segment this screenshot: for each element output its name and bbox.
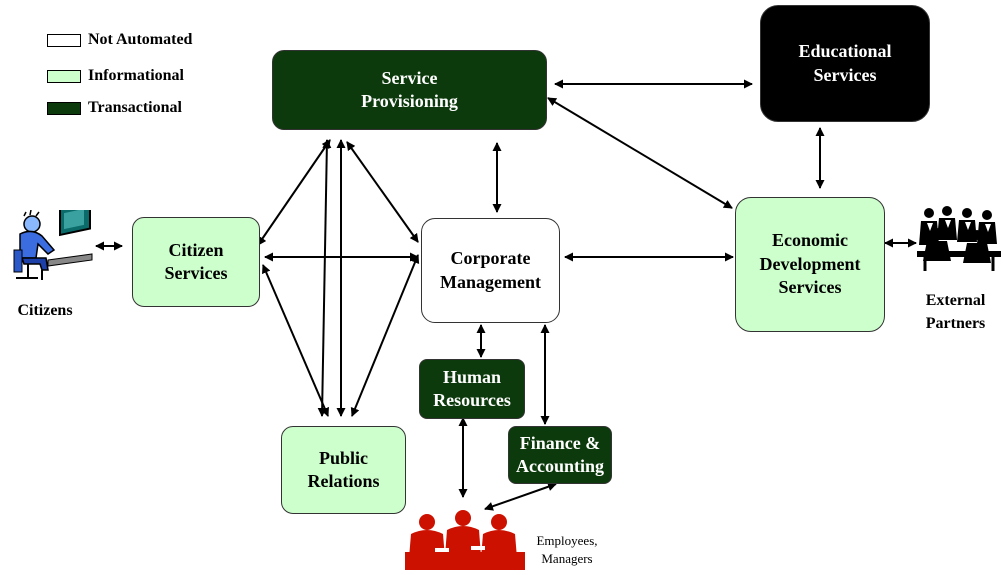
citizen-computer-icon [13, 210, 93, 280]
human-resources-box: Human Resources [419, 359, 525, 419]
arrow-finance-employees [484, 482, 557, 511]
public-relations-box: Public Relations [281, 426, 406, 514]
legend-swatch-light-green [47, 69, 81, 83]
legend-swatch-dark-green [47, 101, 81, 115]
arrow-corporate-public [350, 254, 420, 417]
arrow-citizen-public [262, 264, 329, 417]
employees-managers-label: Employees, Managers [536, 533, 598, 567]
external-partners-label: External Partners [925, 292, 986, 333]
legend-label-informational: Informational [88, 67, 184, 84]
citizen-services-box: Citizen Services [132, 217, 260, 307]
educational-services-label: Educational Services [798, 41, 892, 85]
service-provisioning-label: Service Provisioning [361, 67, 458, 111]
arrow-service-economic [547, 97, 733, 209]
corporate-management-box: Corporate Management [421, 218, 560, 323]
human-resources-label: Human Resources [433, 366, 511, 410]
legend-label-not-automated: Not Automated [88, 31, 193, 48]
legend-label-transactional: Transactional [88, 99, 182, 116]
service-provisioning-box: Service Provisioning [272, 50, 547, 130]
external-partners-meeting-icon [917, 206, 1001, 271]
employees-managers-icon [405, 510, 525, 570]
legend-swatch-white [47, 33, 81, 47]
arrow-service-public-left [317, 139, 332, 417]
economic-development-services-label: Economic Development Services [759, 230, 861, 298]
arrow-service-citizen [257, 139, 331, 246]
citizens-label: Citizens [17, 302, 73, 319]
public-relations-label: Public Relations [307, 447, 380, 491]
legend-transactional: Transactional [47, 99, 182, 117]
educational-services-box: Educational Services [760, 5, 930, 122]
corporate-management-label: Corporate Management [440, 248, 541, 292]
economic-development-services-box: Economic Development Services [735, 197, 885, 332]
finance-accounting-box: Finance & Accounting [508, 426, 612, 484]
citizen-services-label: Citizen Services [164, 239, 228, 283]
legend-informational: Informational [47, 67, 184, 85]
arrow-service-corporate-diag [346, 141, 419, 243]
legend-not-automated: Not Automated [47, 31, 192, 49]
finance-accounting-label: Finance & Accounting [515, 432, 604, 476]
